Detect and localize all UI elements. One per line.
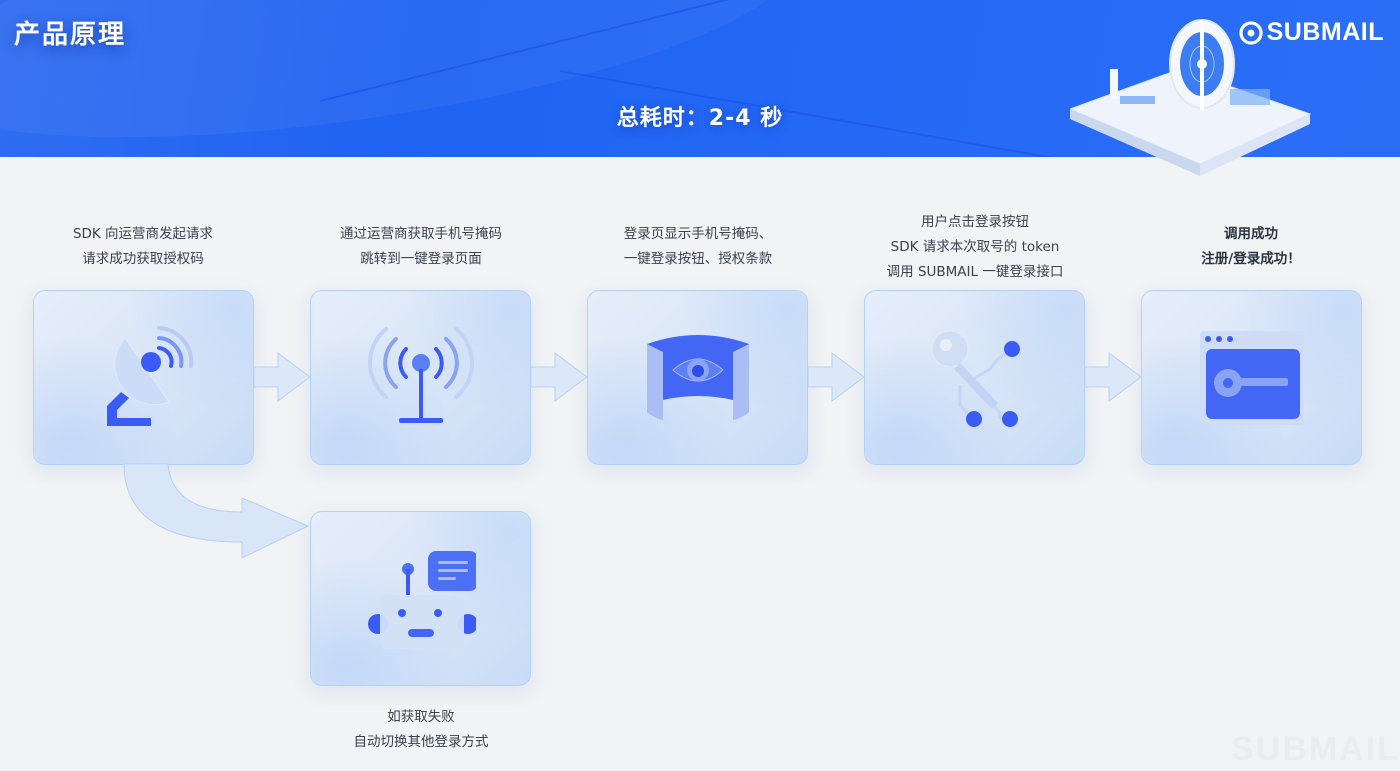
step-5-text: 调用成功 注册/登录成功！: [1201, 226, 1301, 267]
brand-name: SUBMAIL: [1266, 18, 1384, 46]
fallback-card: [310, 511, 531, 686]
key-network-icon: [931, 330, 1020, 427]
fallback-text: 如获取失败 自动切换其他登录方式: [353, 709, 489, 750]
brand-logo: SUBMAIL: [1239, 18, 1384, 47]
browser-key-icon: [1199, 330, 1304, 425]
satellite-dish-icon: [106, 325, 193, 426]
step-5-card: [1141, 290, 1362, 465]
watermark-text: SUBMAIL: [1231, 730, 1400, 768]
fallback-curved-arrow: [123, 463, 310, 559]
eye-screen-icon: [646, 334, 749, 420]
step-1-text: SDK 向运营商发起请求 请求成功获取授权码: [72, 226, 214, 267]
total-time-label: 总耗时：2-4 秒: [616, 106, 784, 131]
page-title: 产品原理: [14, 20, 127, 50]
robot-chat-icon: [367, 550, 476, 649]
step-4-card: [864, 290, 1085, 465]
step-2-text: 通过运营商获取手机号掩码 跳转到一键登录页面: [340, 226, 502, 267]
flow-arrow-2: [531, 352, 588, 402]
step-4-text: 用户点击登录按钮 SDK 请求本次取号的 token 调用 SUBMAIL 一键…: [886, 214, 1064, 280]
step-2-card: [310, 290, 531, 465]
step-1-card: [33, 290, 254, 465]
step-3-text: 登录页显示手机号掩码、 一键登录按钮、授权条款: [623, 226, 773, 267]
flow-arrow-1: [254, 352, 311, 402]
flow-arrow-3: [808, 352, 865, 402]
signal-tower-icon: [367, 326, 474, 423]
step-3-card: [587, 290, 808, 465]
security-platform-illustration: [1070, 19, 1312, 176]
flow-arrow-4: [1085, 352, 1142, 402]
submail-logo-icon: [1239, 20, 1263, 45]
